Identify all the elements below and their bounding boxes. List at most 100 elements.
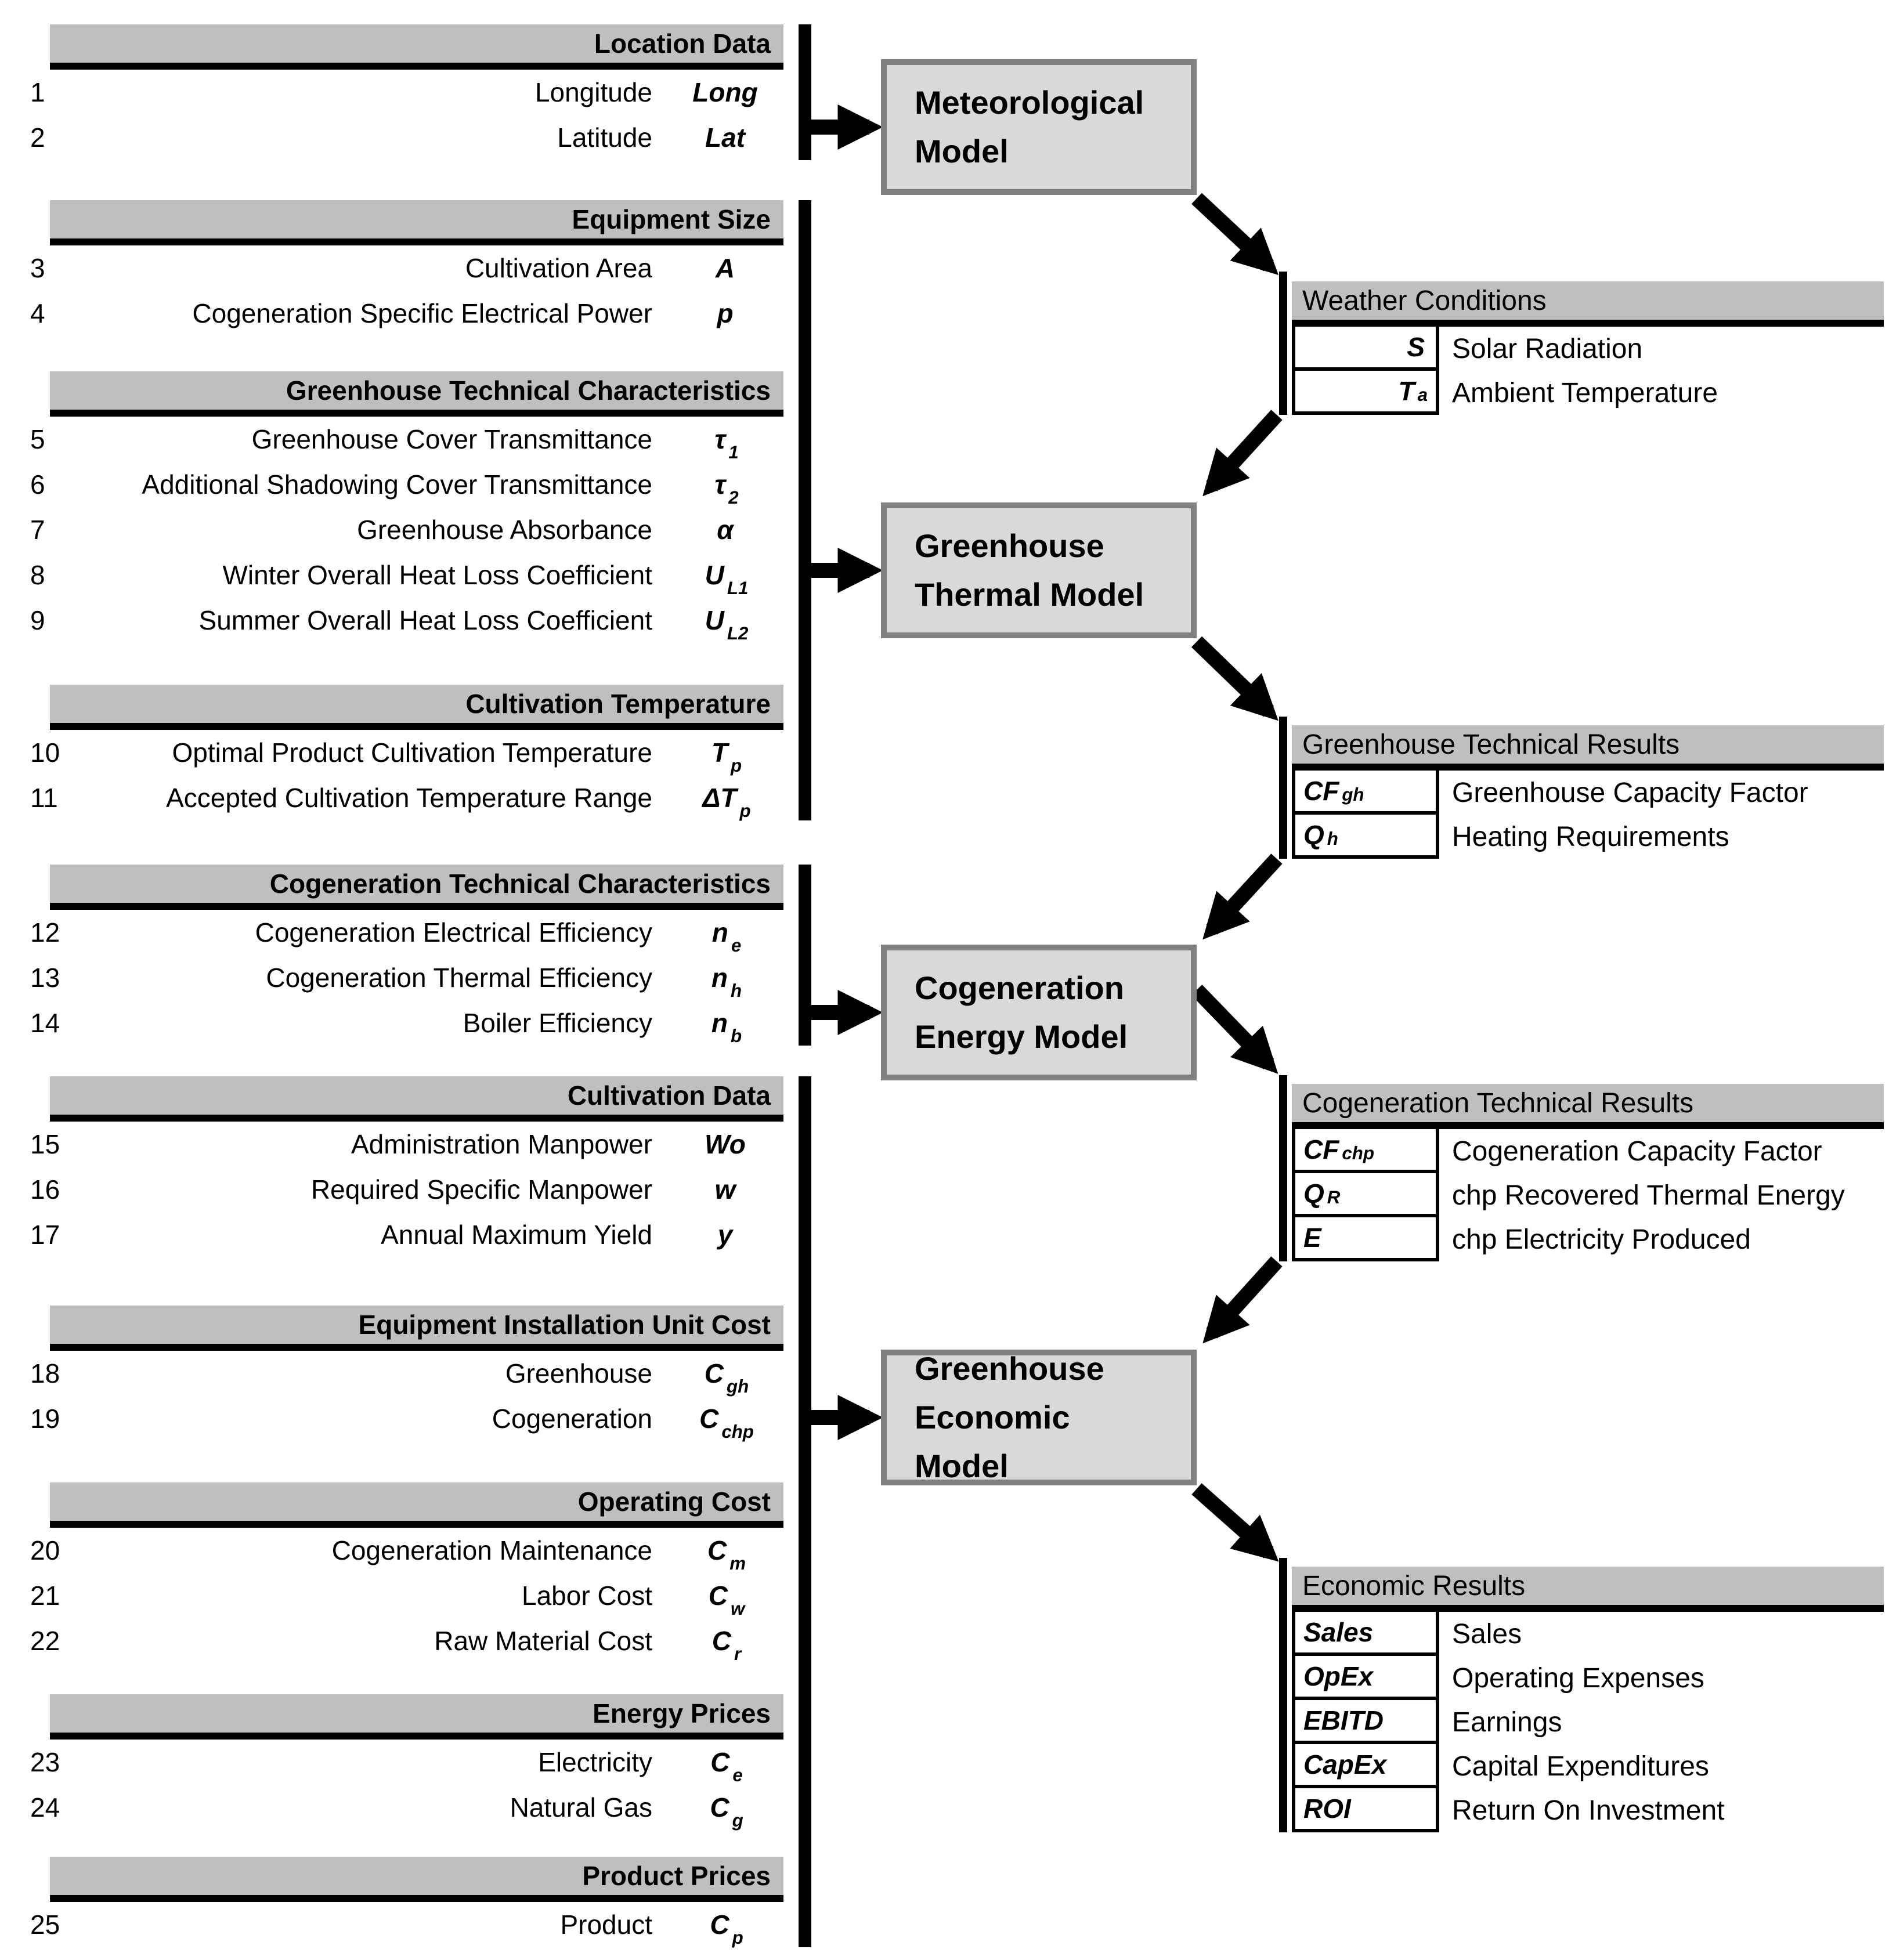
section-underline [1292, 1122, 1884, 1129]
symbol-main: ΔT [702, 783, 737, 813]
section-title: Weather Conditions [1292, 281, 1884, 320]
result-desc: Return On Investment [1452, 1795, 1725, 1826]
input-section-operating-cost: Operating Cost 20 Cogeneration Maintenan… [17, 1482, 783, 1664]
symbol-main: w [714, 1174, 736, 1205]
row-label: Winter Overall Heat Loss Coefficient [222, 560, 652, 590]
row-number: 8 [30, 560, 45, 590]
section-underline [1292, 320, 1884, 327]
symbol-main: T [711, 737, 728, 768]
row-label: Cogeneration Maintenance [331, 1535, 652, 1565]
model-box-greenhouse-thermal: Greenhouse Thermal Model [881, 502, 1197, 638]
section-title: Operating Cost [50, 1482, 783, 1521]
row-number: 6 [30, 469, 45, 500]
row-label: Accepted Cultivation Temperature Range [166, 783, 652, 813]
result-symbol: E [1292, 1217, 1439, 1261]
left-spine-location [799, 24, 811, 160]
result-desc: Solar Radiation [1452, 333, 1643, 364]
symbol-main: Lat [705, 122, 745, 153]
symbol-main: A [715, 253, 735, 283]
symbol-sub: 1 [728, 442, 739, 463]
model-label: Meteorological Model [915, 84, 1144, 169]
row-label: Cultivation Area [465, 253, 652, 283]
row-symbol: Wo [670, 1129, 783, 1160]
row-number: 19 [30, 1404, 60, 1434]
symbol-main: S [1407, 332, 1425, 362]
symbol-main: Q [1303, 1178, 1324, 1209]
section-underline [1292, 1605, 1884, 1612]
result-desc: chp Recovered Thermal Energy [1452, 1180, 1845, 1211]
result-desc: Sales [1452, 1618, 1522, 1650]
section-title-text: Greenhouse Technical Characteristics [286, 375, 771, 406]
row-number: 11 [30, 783, 58, 813]
section-title-text: Cogeneration Technical Characteristics [269, 869, 771, 899]
row-label: Greenhouse [505, 1358, 652, 1388]
row-number: 7 [30, 515, 45, 545]
section-underline [50, 903, 783, 910]
result-desc: Heating Requirements [1452, 821, 1729, 852]
symbol-sub: e [732, 1765, 743, 1786]
section-title-text: Weather Conditions [1302, 285, 1547, 316]
symbol-main: α [717, 515, 734, 545]
model-box-cogeneration-energy: Cogeneration Energy Model [881, 945, 1197, 1080]
symbol-main: CF [1303, 776, 1339, 806]
row-number: 9 [30, 605, 45, 635]
row-number: 21 [30, 1581, 60, 1611]
row-number: 25 [30, 1910, 60, 1940]
input-row-17: 17 Annual Maximum Yield y [17, 1212, 783, 1257]
input-row-6: 6 Additional Shadowing Cover Transmittan… [17, 462, 783, 507]
symbol-main: EBITD [1303, 1705, 1384, 1735]
row-label: Summer Overall Heat Loss Coefficient [198, 605, 652, 635]
symbol-main: ROI [1303, 1793, 1351, 1824]
result-desc: Capital Expenditures [1452, 1751, 1709, 1782]
symbol-sub: 2 [728, 487, 739, 508]
symbol-main: y [717, 1220, 733, 1250]
symbol-sub: p [739, 801, 751, 822]
symbol-main: U [705, 605, 724, 635]
section-title-text: Cogeneration Technical Results [1302, 1087, 1694, 1119]
row-label: Labor Cost [521, 1581, 652, 1611]
row-number: 15 [30, 1129, 60, 1159]
input-row-11: 11 Accepted Cultivation Temperature Rang… [17, 775, 783, 820]
row-label: Electricity [538, 1747, 652, 1777]
row-label: Cogeneration Specific Electrical Power [192, 298, 652, 328]
symbol-main: CF [1303, 1134, 1339, 1165]
row-label: Greenhouse Cover Transmittance [251, 424, 652, 454]
section-underline [50, 723, 783, 730]
row-number: 20 [30, 1535, 60, 1565]
section-underline [50, 1895, 783, 1902]
section-underline [50, 410, 783, 417]
symbol-main: C [704, 1358, 724, 1388]
section-title-text: Operating Cost [577, 1487, 771, 1517]
section-underline [50, 238, 783, 245]
result-row-ebitd: EBITD Earnings [1292, 1700, 1884, 1744]
section-title: Energy Prices [50, 1694, 783, 1733]
section-title: Cultivation Data [50, 1076, 783, 1115]
result-desc: Greenhouse Capacity Factor [1452, 777, 1808, 808]
symbol-main: Long [692, 77, 758, 107]
section-title: Equipment Installation Unit Cost [50, 1306, 783, 1344]
input-row-9: 9 Summer Overall Heat Loss Coefficient U… [17, 598, 783, 643]
row-number: 17 [30, 1220, 60, 1250]
section-title: Economic Results [1292, 1567, 1884, 1605]
section-underline [50, 1344, 783, 1351]
row-label: Longitude [534, 77, 652, 107]
model-label: Greenhouse Economic Model [915, 1350, 1104, 1484]
symbol-sub: m [729, 1553, 746, 1574]
symbol-sub: p [732, 1928, 743, 1948]
input-section-cultivation-temperature: Cultivation Temperature 10 Optimal Produ… [17, 685, 783, 820]
input-section-location-data: Location Data 1 Longitude Long 2 Latitud… [17, 24, 783, 160]
section-title-text: Equipment Installation Unit Cost [358, 1310, 771, 1340]
